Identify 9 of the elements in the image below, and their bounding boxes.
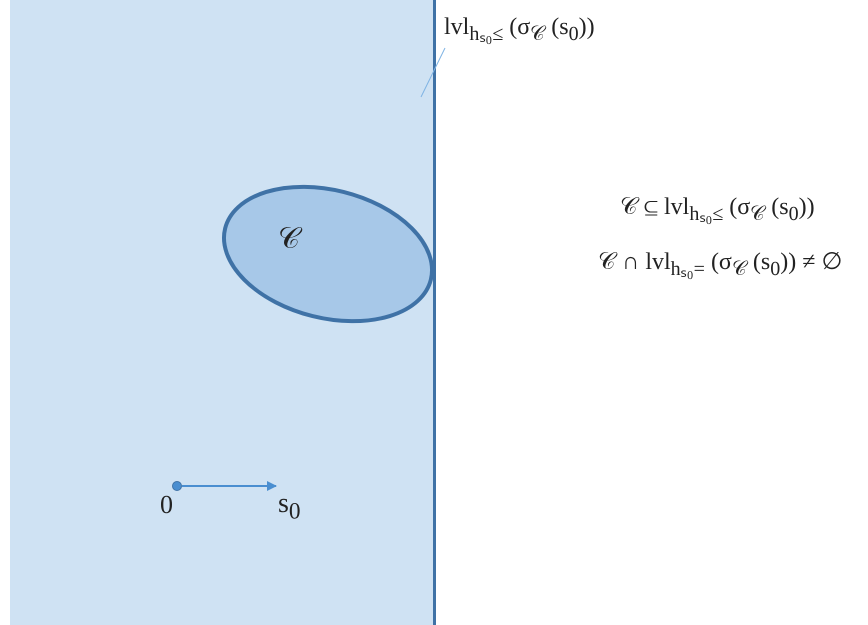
vector-label: s$_{0}$ [278, 488, 301, 526]
vector-arrow [182, 481, 277, 491]
half-plane-region [10, 0, 436, 625]
set-symbol: 𝒞 [278, 222, 300, 256]
point-label: 0 [160, 490, 173, 520]
formula: 𝒞 ∩ lvl$_{hₛ₀=}$ (σ$_{𝒞}$ (s$_{0}$)) ≠ ∅ [598, 248, 842, 281]
leader-line [420, 48, 446, 98]
level-set-formula: lvl$_{hₛ₀≤}$ (σ$_{𝒞}$ (s$_{0}$)) [444, 14, 595, 46]
formula: 𝒞 ⊆ lvl$_{hₛ₀≤}$ (σ$_{𝒞}$ (s$_{0}$)) [620, 194, 815, 226]
